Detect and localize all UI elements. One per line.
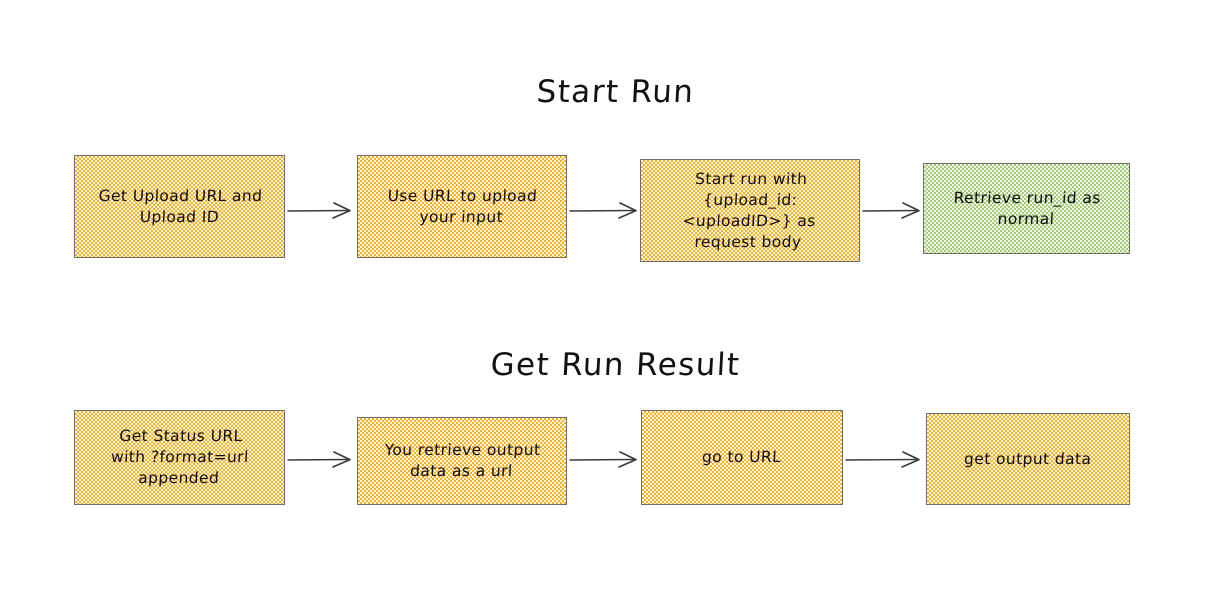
flow-node-label: You retrieve output data as a url xyxy=(384,441,541,480)
flow-node-label: Get Upload URL and Upload ID xyxy=(97,186,263,226)
flow-node-label: go to URL xyxy=(702,448,783,466)
flow-node-label: Start run with {upload_id: <uploadID>} a… xyxy=(682,169,817,251)
flow-node-label: get output data xyxy=(963,449,1093,468)
flow-node-use-url-to-upload-your-input[interactable]: Use URL to upload your input xyxy=(357,155,567,258)
flow-node-retrieve-run-id-as-normal[interactable]: Retrieve run_id as normal xyxy=(923,163,1130,254)
arrow-right-icon-top-2 xyxy=(569,198,641,222)
flow-node-get-upload-url-and-upload-id[interactable]: Get Upload URL and Upload ID xyxy=(74,155,285,258)
section-title-start-run: Start Run xyxy=(535,74,696,110)
flow-node-get-status-url-with-format-url-appended[interactable]: Get Status URL with ?format=url appended xyxy=(74,410,285,505)
flow-node-start-run-with-upload-id[interactable]: Start run with {upload_id: <uploadID>} a… xyxy=(640,159,860,262)
flow-node-label: Retrieve run_id as normal xyxy=(953,188,1102,228)
section-title-get-run-result: Get Run Result xyxy=(489,347,742,383)
arrow-right-icon-top-3 xyxy=(862,198,924,222)
flow-node-label: Use URL to upload your input xyxy=(387,186,538,226)
arrow-right-icon-bottom-3 xyxy=(845,447,924,471)
flow-node-go-to-url[interactable]: go to URL xyxy=(641,410,843,505)
arrow-right-icon-bottom-1 xyxy=(287,447,355,471)
arrow-right-icon-top-1 xyxy=(287,198,355,222)
flow-node-label: Get Status URL with ?format=url appended xyxy=(110,427,249,487)
flow-node-get-output-data[interactable]: get output data xyxy=(926,413,1130,505)
flow-node-you-retrieve-output-data-as-a-url[interactable]: You retrieve output data as a url xyxy=(357,417,567,505)
arrow-right-icon-bottom-2 xyxy=(569,447,641,471)
